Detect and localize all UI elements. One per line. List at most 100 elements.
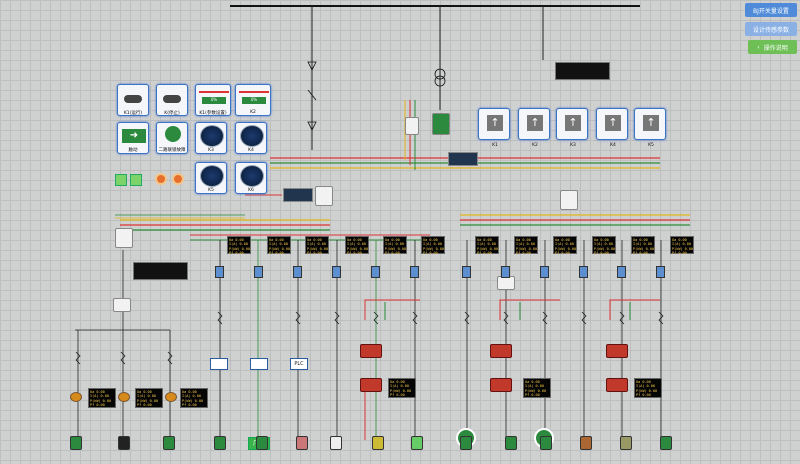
contactor-right[interactable] <box>560 190 578 210</box>
meter-row: I(A) 0.00 <box>477 242 496 247</box>
input-indicator-2[interactable] <box>130 174 142 186</box>
meter-row: I(A) 0.00 <box>307 242 326 247</box>
jog-button[interactable]: ➜ 触动 <box>117 122 149 154</box>
relay-coil[interactable] <box>579 266 588 278</box>
disconnect-switch-2[interactable]: ↑K2 <box>518 108 550 148</box>
disconnect-label: K2 <box>532 143 538 148</box>
disconnect-label: K4 <box>610 143 616 148</box>
relay-coil[interactable] <box>254 266 263 278</box>
breaker-qf0[interactable] <box>405 117 419 135</box>
disconnect-switch-4[interactable]: ↑K4 <box>596 108 628 148</box>
field-device-icon[interactable] <box>620 436 632 450</box>
breaker-right[interactable] <box>497 276 515 290</box>
k4-dial[interactable]: K4 <box>235 122 267 154</box>
meter-row: P(kW) 0.00 <box>347 246 369 251</box>
k5-dial[interactable]: K5 <box>195 162 227 194</box>
input-indicator-1[interactable] <box>115 174 127 186</box>
meter-row: Pf 0.00 <box>555 250 570 255</box>
meter-row: Ua 0.00 <box>633 238 648 242</box>
relay-box[interactable] <box>210 358 228 370</box>
relay-coil[interactable] <box>293 266 302 278</box>
breaker-left[interactable] <box>113 298 131 312</box>
motor-drive[interactable] <box>606 344 628 358</box>
remote-fault-button[interactable]: 二路联锁故障 <box>156 122 188 154</box>
meter-row: I(A) 0.00 <box>385 242 404 247</box>
vfd-unit-1[interactable] <box>448 152 478 166</box>
meter-left-panel <box>133 262 188 280</box>
output-lamp-icon[interactable] <box>172 173 184 185</box>
disconnect-switch-1[interactable]: ↑K1 <box>478 108 510 148</box>
k3-dial[interactable]: K3 <box>195 122 227 154</box>
relay-coil[interactable] <box>462 266 471 278</box>
disconnect-switch-5[interactable]: ↑K5 <box>634 108 666 148</box>
chevron-left-icon: ‹ <box>757 43 760 51</box>
k-stop-label: K(停止) <box>164 111 180 116</box>
field-device-icon[interactable] <box>411 436 423 450</box>
k6-dial[interactable]: K6 <box>235 162 267 194</box>
field-device-icon[interactable] <box>70 436 82 450</box>
k-stop-toggle[interactable]: K(停止) <box>156 84 188 116</box>
contactor-far-left[interactable] <box>115 228 133 248</box>
field-device-icon[interactable] <box>540 436 552 450</box>
sensor-params-label: 设计传感参数 <box>752 26 789 34</box>
field-device-icon[interactable] <box>296 436 308 450</box>
field-device-icon[interactable] <box>118 436 130 450</box>
slider-track <box>239 91 269 93</box>
contactor-left[interactable] <box>315 186 333 206</box>
motor-drive[interactable] <box>490 378 512 392</box>
meter-row: P(kW) 0.00 <box>229 246 251 251</box>
field-device-icon[interactable] <box>505 436 517 450</box>
meter-row: Pf 0.00 <box>90 402 105 407</box>
meter-row: Ua 0.00 <box>229 238 244 242</box>
contactor-main[interactable] <box>432 113 450 135</box>
disconnect-switch-3[interactable]: ↑K3 <box>556 108 588 148</box>
plc-box[interactable]: PLC <box>290 358 308 370</box>
output-lamp-icon[interactable] <box>155 173 167 185</box>
field-device-icon[interactable] <box>214 436 226 450</box>
gauge-icon <box>200 165 224 187</box>
relay-coil[interactable] <box>540 266 549 278</box>
field-device-icon[interactable] <box>660 436 672 450</box>
toggle-switch-icon <box>124 95 142 103</box>
meter-row: P(kW) 0.00 <box>269 246 291 251</box>
remote-fault-label: 二路联锁故障 <box>158 148 186 153</box>
relay-coil[interactable] <box>501 266 510 278</box>
k1-run-toggle[interactable]: K1(运行) <box>117 84 149 116</box>
k1-param-slider[interactable]: 0% K1(参数设置) <box>195 84 231 116</box>
meter-row: P(kW) 0.00 <box>516 246 538 251</box>
relay-coil[interactable] <box>215 266 224 278</box>
gauge-icon <box>200 125 224 147</box>
motor-drive[interactable] <box>490 344 512 358</box>
relay-coil[interactable] <box>410 266 419 278</box>
relay-coil[interactable] <box>371 266 380 278</box>
meter-row: P(kW) 0.00 <box>672 246 694 251</box>
vfd-unit-2[interactable] <box>283 188 313 202</box>
field-device-icon[interactable] <box>256 436 268 450</box>
meter-row: Ua 0.00 <box>672 238 687 242</box>
k2-slider[interactable]: 0% K2 <box>235 84 271 116</box>
motor-drive[interactable] <box>360 378 382 392</box>
meter-row: Pf 0.00 <box>672 250 687 255</box>
field-device-icon[interactable] <box>460 436 472 450</box>
green-lamp-icon <box>165 126 181 142</box>
sensor-params-button[interactable]: 设计传感参数 <box>745 22 797 36</box>
relay-coil[interactable] <box>656 266 665 278</box>
field-device-icon[interactable] <box>330 436 342 450</box>
relay-coil[interactable] <box>617 266 626 278</box>
field-device-icon[interactable] <box>372 436 384 450</box>
motor-drive[interactable] <box>606 378 628 392</box>
field-device-icon[interactable] <box>163 436 175 450</box>
relay-box-2[interactable] <box>250 358 268 370</box>
help-button[interactable]: ‹操作说明 <box>748 40 797 54</box>
meter-row: P(kW) 0.00 <box>137 398 159 403</box>
field-device-icon[interactable] <box>580 436 592 450</box>
motor-drive[interactable] <box>360 344 382 358</box>
switch-settings-button[interactable]: BJ开关量设置 <box>745 3 797 17</box>
relay-coil[interactable] <box>332 266 341 278</box>
disconnect-label: K5 <box>648 143 654 148</box>
